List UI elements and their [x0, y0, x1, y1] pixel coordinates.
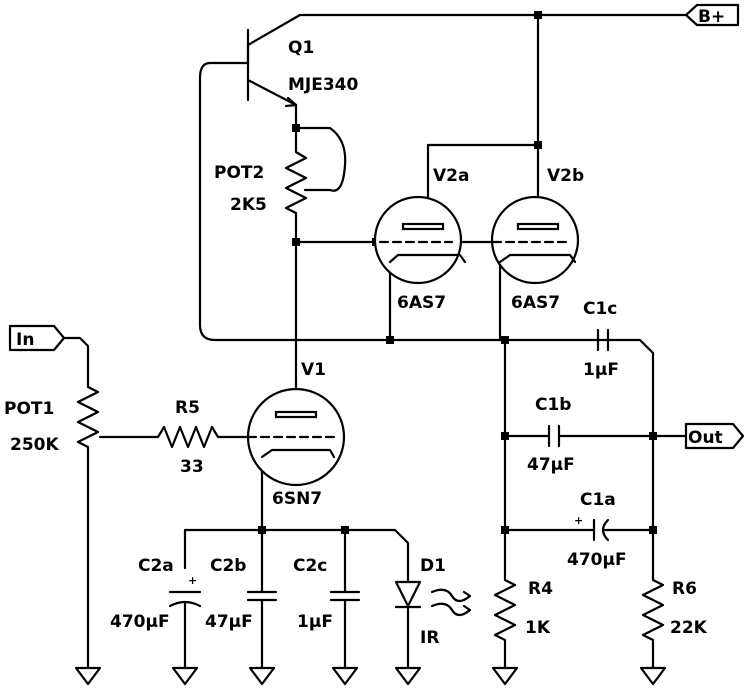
r6-ref-label: R6 [672, 579, 697, 599]
r5-value-label: 33 [180, 457, 204, 477]
c2b-ref-label: C2b [210, 556, 246, 576]
r4-ref-label: R4 [528, 579, 553, 599]
junction-dot [258, 526, 266, 534]
c1c-value-label: 1µF [583, 360, 619, 380]
c2a-value-label: 470µF [110, 612, 170, 632]
pot2-ref-label: POT2 [214, 163, 264, 183]
junction-dot [341, 526, 349, 534]
junction-dot [386, 336, 394, 344]
pot1-value-label: 250K [10, 435, 59, 455]
junction-dot [501, 432, 509, 440]
pot2-value-label: 2K5 [230, 195, 267, 215]
junction-dot [649, 432, 657, 440]
r4-value-label: 1K [525, 618, 551, 638]
ground-symbols [74, 666, 667, 686]
v2b-ref-label: V2b [547, 166, 584, 186]
v1-tube-symbol [246, 387, 346, 487]
c1a-ref-label: C1a [580, 490, 616, 510]
d1-value-label: IR [420, 628, 439, 648]
junction-dot [649, 526, 657, 534]
v1-value-label: 6SN7 [272, 489, 322, 509]
c2a-ref-label: C2a [138, 556, 174, 576]
port-bplus: B+ [684, 3, 740, 27]
v2a-ref-label: V2a [433, 166, 469, 186]
r5-ref-label: R5 [175, 398, 200, 418]
r6-value-label: 22K [670, 618, 708, 638]
c2a-polarity-mark: + [188, 574, 197, 587]
junction-dot [292, 238, 300, 246]
c1a-value-label: 470µF [567, 550, 627, 570]
junction-dot [501, 526, 509, 534]
junction-dot [534, 141, 542, 149]
port-in-label: In [16, 330, 34, 350]
port-in: In [8, 324, 66, 352]
c1b-value-label: 47µF [527, 455, 575, 475]
d1-ref-label: D1 [420, 556, 446, 576]
junction-dot [292, 124, 300, 132]
component-labels: Q1 MJE340 POT2 2K5 V2a 6AS7 V2b 6AS7 C1c… [4, 38, 708, 648]
c1b-ref-label: C1b [535, 395, 571, 415]
v2a-value-label: 6AS7 [397, 293, 446, 313]
q1-transistor-symbol [246, 28, 298, 108]
pot1-ref-label: POT1 [4, 399, 54, 419]
c1c-ref-label: C1c [583, 299, 617, 319]
diode-d1-symbol [394, 580, 472, 617]
wires [62, 13, 688, 670]
port-bplus-label: B+ [698, 7, 725, 27]
junction-dot [534, 11, 542, 19]
v1-ref-label: V1 [301, 360, 326, 380]
q1-ref-label: Q1 [288, 38, 314, 58]
c1a-polarity-mark: + [574, 514, 583, 527]
c2b-value-label: 47µF [205, 612, 253, 632]
v2b-value-label: 6AS7 [511, 293, 560, 313]
q1-value-label: MJE340 [288, 75, 359, 95]
port-out-label: Out [688, 428, 723, 448]
v2b-tube-symbol [490, 195, 580, 285]
capacitor-symbols [168, 328, 610, 608]
c2c-ref-label: C2c [293, 556, 327, 576]
junction-dot [501, 336, 509, 344]
c2c-value-label: 1µF [297, 612, 333, 632]
v2a-tube-symbol [373, 195, 467, 285]
port-out: Out [684, 422, 745, 450]
